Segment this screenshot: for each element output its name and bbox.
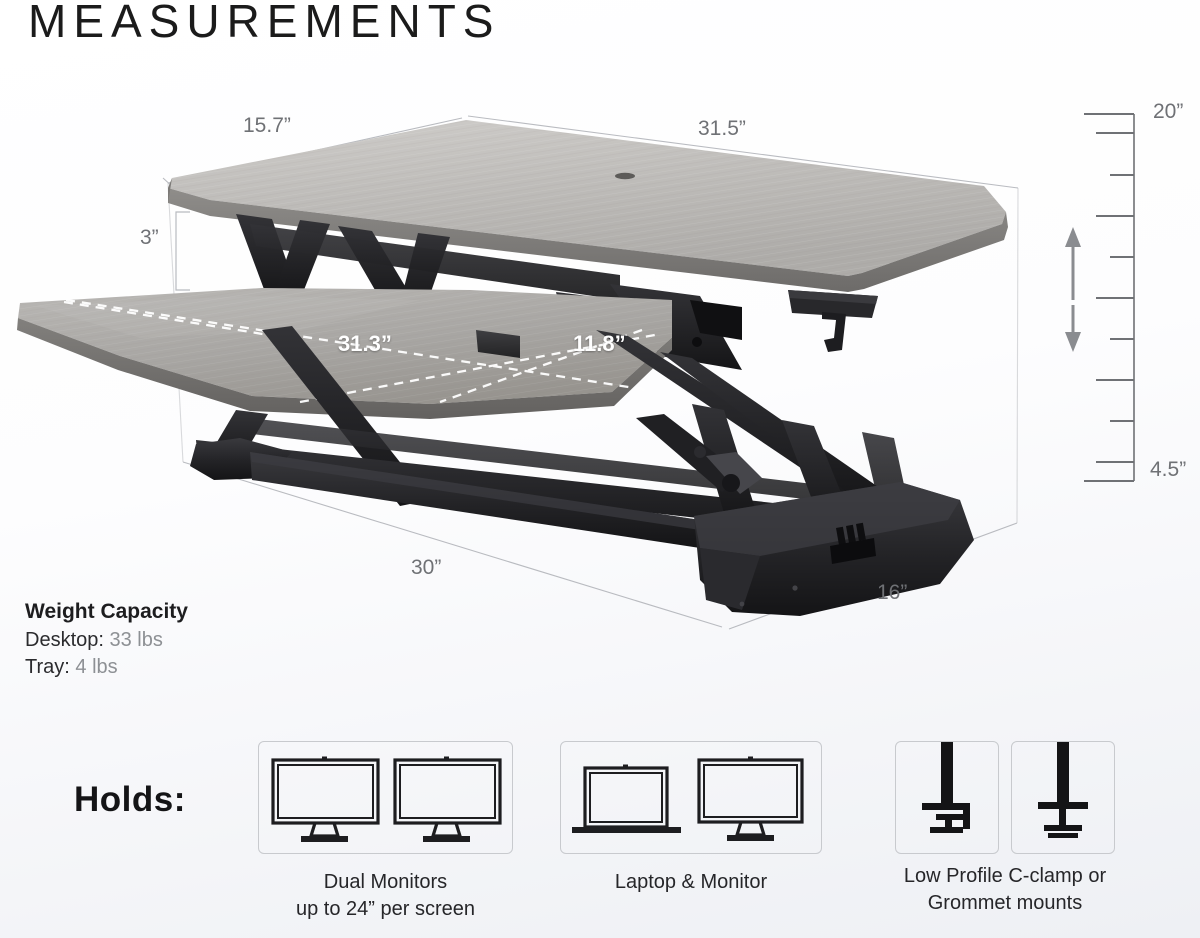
page-title: MEASUREMENTS xyxy=(28,0,501,47)
mounts-caption: Low Profile C-clamp or Grommet mounts xyxy=(845,863,1165,916)
dimension-desktop-depth: 15.7” xyxy=(243,114,291,137)
weight-capacity-label-tray: Tray: xyxy=(25,655,70,678)
weight-capacity-heading: Weight Capacity xyxy=(25,600,188,623)
dimension-tray-depth: 11.8” xyxy=(573,331,626,356)
laptop-monitor-caption: Laptop & Monitor xyxy=(560,869,822,896)
dimension-base-depth: 16” xyxy=(877,581,908,604)
holds-option-laptop-monitor: Laptop & Monitor xyxy=(560,741,822,896)
weight-capacity-block: Weight Capacity Desktop: 33 lbs Tray: 4 … xyxy=(25,598,188,681)
desk-base xyxy=(190,438,974,616)
laptop-monitor-icon-box xyxy=(560,741,822,854)
c-clamp-icon-box xyxy=(895,741,999,854)
holds-option-dual-monitors: Dual Monitors up to 24” per screen xyxy=(228,741,543,922)
dimension-height-max: 20” xyxy=(1153,100,1184,123)
cable-grommet-slot xyxy=(615,172,635,180)
dimension-desktop-width: 31.5” xyxy=(698,117,746,140)
c-clamp-icon xyxy=(922,742,970,833)
mounts-caption-line1: Low Profile C-clamp or xyxy=(903,865,1107,887)
thickness-bracket xyxy=(175,211,190,291)
laptop-icon xyxy=(572,764,681,833)
desktop-support-legs xyxy=(236,214,620,312)
mount-icon-row xyxy=(845,741,1165,854)
tray-dimension-dashed-lines xyxy=(65,298,661,404)
height-adjust-handle xyxy=(788,290,878,352)
height-range-arrow xyxy=(1065,227,1081,352)
dual-monitors-caption-line2: up to 24” per screen xyxy=(296,897,475,920)
grommet-mount-icon-box xyxy=(1011,741,1115,854)
product-illustration xyxy=(17,113,1135,630)
monitor-icon xyxy=(271,756,380,842)
dual-monitors-icon-box xyxy=(258,741,513,854)
laptop-monitor-caption-line1: Laptop & Monitor xyxy=(614,871,768,893)
dimension-base-width: 30” xyxy=(411,556,442,579)
desktop-surface xyxy=(168,120,1008,292)
grommet-mount-icon xyxy=(1038,742,1088,838)
height-ruler xyxy=(1065,113,1135,482)
dimension-desktop-thickness: 3” xyxy=(140,226,159,249)
holds-label: Holds: xyxy=(74,780,186,819)
dual-monitors-caption-line1: Dual Monitors xyxy=(323,871,448,893)
monitor-icon xyxy=(697,756,804,841)
dimension-height-min: 4.5” xyxy=(1150,458,1187,481)
weight-capacity-label-desktop: Desktop: xyxy=(25,628,104,651)
mounts-caption-line2: Grommet mounts xyxy=(927,891,1083,914)
weight-capacity-value-desktop: 33 lbs xyxy=(109,628,163,651)
dimension-tray-width: 31.3” xyxy=(338,331,392,356)
monitor-icon xyxy=(393,756,502,842)
dual-monitors-caption: Dual Monitors up to 24” per screen xyxy=(228,869,543,922)
holds-option-mounts: Low Profile C-clamp or Grommet mounts xyxy=(845,741,1165,916)
weight-capacity-value-tray: 4 lbs xyxy=(75,655,118,678)
weight-capacity-row-desktop: Desktop: 33 lbs xyxy=(25,627,188,654)
weight-capacity-row-tray: Tray: 4 lbs xyxy=(25,654,188,681)
